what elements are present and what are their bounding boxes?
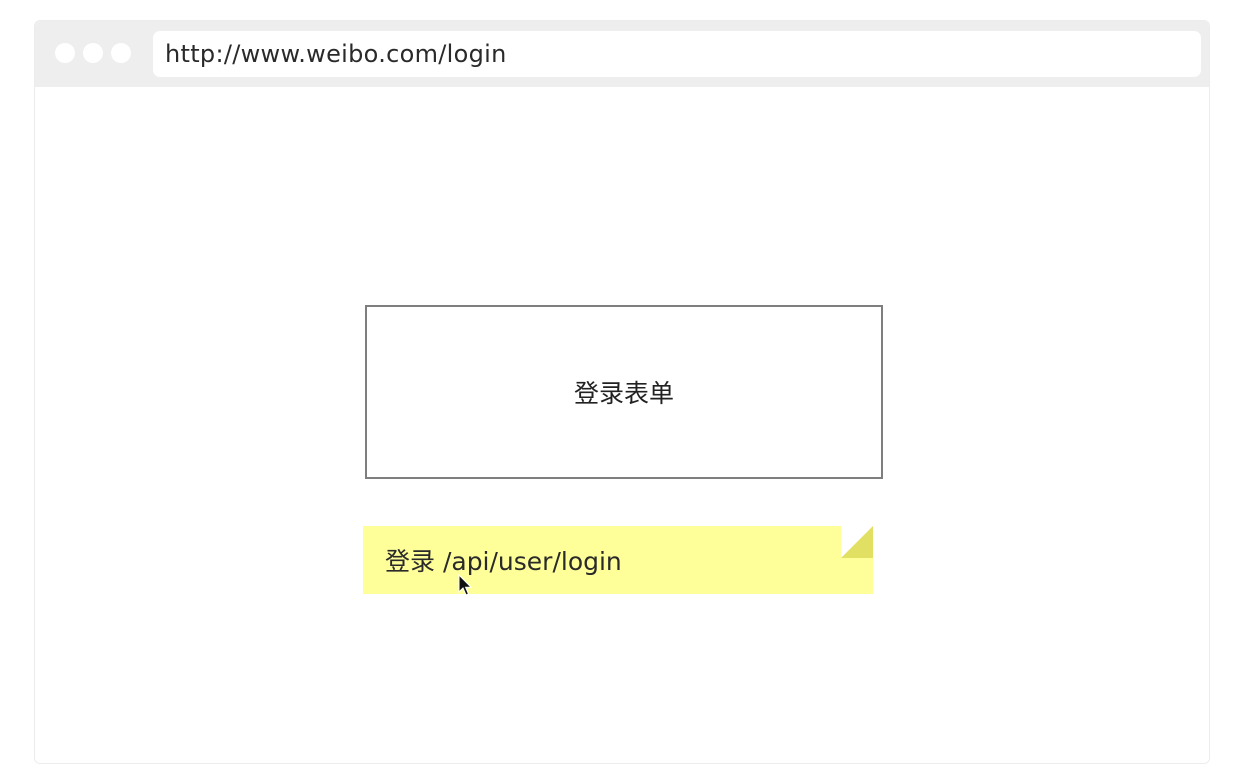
browser-window: http://www.weibo.com/login 登录表单 登录 /api/… [34,20,1210,764]
address-bar[interactable]: http://www.weibo.com/login [153,31,1201,77]
sticky-note: 登录 /api/user/login [363,526,873,594]
close-dot-icon[interactable] [55,43,75,63]
page-viewport: 登录表单 登录 /api/user/login [35,87,1209,763]
sticky-note-text: 登录 /api/user/login [385,547,622,576]
login-form-box: 登录表单 [365,305,883,479]
browser-toolbar: http://www.weibo.com/login [35,21,1209,87]
maximize-dot-icon[interactable] [111,43,131,63]
minimize-dot-icon[interactable] [83,43,103,63]
note-fold-corner-icon [841,526,873,558]
login-form-label: 登录表单 [573,379,674,408]
mouse-pointer-icon [458,574,473,596]
